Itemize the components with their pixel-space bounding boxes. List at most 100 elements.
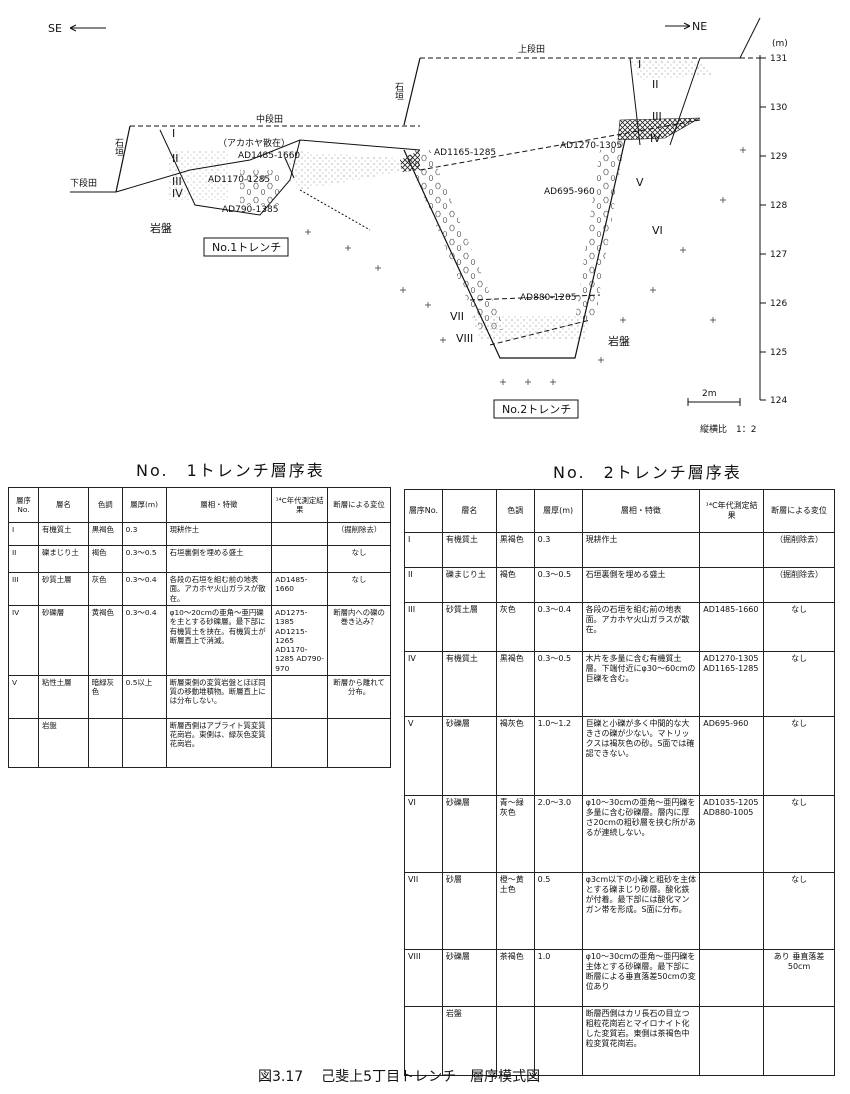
table-cell: 0.5以上 <box>121 674 167 719</box>
elevation-tick: 128 <box>770 201 787 211</box>
table-cell: 黒褐色 <box>495 532 535 568</box>
table-cell: 灰色 <box>495 602 535 652</box>
t1-layer-label: IV <box>172 187 183 200</box>
table-cell: I <box>404 532 443 568</box>
header-cell: 層序No. <box>8 487 39 523</box>
table-cell: 断層内への礫の巻き込み？ <box>327 605 391 676</box>
header-cell: ¹⁴C年代測定結果 <box>271 487 329 523</box>
t1-layer-label: III <box>172 175 182 188</box>
table-cell: 黒褐色 <box>495 651 535 717</box>
trench1-label: No.1トレンチ <box>212 241 281 254</box>
table-cell: 砂層 <box>441 872 497 950</box>
table2-title: No. 2トレンチ層序表 <box>553 463 742 482</box>
table-cell: 1.0～1.2 <box>533 716 583 796</box>
field-middle-label: 中段田 <box>256 113 283 125</box>
table-cell <box>87 717 123 768</box>
table-cell: なし <box>763 602 835 652</box>
table-cell: 0.3～0.5 <box>533 567 583 603</box>
date-label: AD1270-1305 <box>560 141 622 151</box>
field-lower-label: 下段田 <box>70 177 97 189</box>
t2-layer-label: VIII <box>456 332 473 345</box>
elevation-tick: 129 <box>770 152 787 162</box>
t2-layer-label: II <box>652 78 659 91</box>
table1: 層序No. 層名 色調 層厚(m) 層相・特徴 ¹⁴C年代測定結果 断層による変… <box>8 487 391 768</box>
t1-layer-label: I <box>172 127 175 140</box>
header-cell: 断層による変位 <box>327 487 391 523</box>
header-cell: 層相・特徴 <box>581 489 701 533</box>
table-cell: AD1035-1205 AD880-1005 <box>699 795 765 873</box>
table-cell: 岩盤 <box>441 1006 497 1076</box>
header-cell: 層序No. <box>404 489 443 533</box>
table-cell: 礫まじり土 <box>441 567 497 603</box>
table-cell: V <box>8 674 39 719</box>
header-cell: 色調 <box>87 487 123 523</box>
table-cell: 0.3 <box>121 522 167 546</box>
table-cell: 木片を多量に含む有機質土層。下端付近にφ30～60cmの巨礫を含む。 <box>581 651 701 717</box>
table-cell: 砂礫層 <box>37 605 89 676</box>
table-cell: 砂質土層 <box>37 572 89 606</box>
t2-layer-label: I <box>638 58 641 71</box>
table-cell: 0.3 <box>533 532 583 568</box>
table-cell: V <box>404 716 443 796</box>
table-cell: VI <box>404 795 443 873</box>
table-cell <box>699 949 765 1007</box>
t1-layer-label: II <box>172 152 179 165</box>
arrow-right-icon <box>665 22 691 30</box>
table-cell: なし <box>327 572 391 606</box>
table-cell: なし <box>327 545 391 573</box>
elevation-tick: 131 <box>770 54 787 64</box>
table-cell <box>699 872 765 950</box>
table-cell: 現耕作土 <box>581 532 701 568</box>
table-cell: AD1485-1660 <box>271 572 329 606</box>
table-cell: 0.3～0.5 <box>121 545 167 573</box>
table-cell: 2.0～3.0 <box>533 795 583 873</box>
table-cell <box>271 522 329 546</box>
stone-wall-label-lower: 石垣 <box>113 138 124 156</box>
table-cell: なし <box>763 795 835 873</box>
table-cell <box>699 1006 765 1076</box>
table-cell: 各段の石垣を組む前の地表面。アカホヤ火山ガラスが散在。 <box>581 602 701 652</box>
table-cell <box>699 532 765 568</box>
table-cell: φ3cm以下の小礫と粗砂を主体とする礫まじり砂層。酸化鉄が付着。最下部には酸化マ… <box>581 872 701 950</box>
table-cell <box>763 1006 835 1076</box>
elevation-unit: (m) <box>772 39 788 49</box>
scale-bar <box>687 398 741 406</box>
elevation-tick: 126 <box>770 299 787 309</box>
date-label: AD1170-1285 <box>208 175 270 185</box>
trench2-label: No.2トレンチ <box>502 403 571 416</box>
table2: 層序No. 層名 色調 層厚(m) 層相・特徴 ¹⁴C年代測定結果 断層による変… <box>404 489 835 1076</box>
t2-layer-label: IV <box>650 132 661 145</box>
table-cell <box>271 674 329 719</box>
table-cell <box>404 1006 443 1076</box>
bedrock-label-right: 岩盤 <box>608 334 630 348</box>
date-label: AD1165-1285 <box>434 148 496 158</box>
table-cell: AD695-960 <box>699 716 765 796</box>
table-cell <box>699 567 765 603</box>
table-cell: III <box>404 602 443 652</box>
figure-number: 図3.17 <box>258 1069 304 1085</box>
direction-ne: NE <box>692 20 707 33</box>
table-cell <box>271 545 329 573</box>
table-cell: 断層西側はアプライト質変質花崗岩。東側は、緑灰色変質花崗岩。 <box>165 717 273 768</box>
table-cell: 粘性土層 <box>37 674 89 719</box>
date-label: AD695-960 <box>544 187 595 197</box>
table-cell: φ10～30cmの亜角～亜円礫を主体とする砂礫層。最下部に断層による垂直落差50… <box>581 949 701 1007</box>
elevation-tick: 130 <box>770 103 787 113</box>
header-cell: 層厚(m) <box>121 487 167 523</box>
t2-layer-label: VII <box>450 310 464 323</box>
field-upper-label: 上段田 <box>518 43 545 55</box>
table-cell <box>327 717 391 768</box>
scale-ratio: 縦横比 1：2 <box>700 423 756 435</box>
table-cell: 茶褐色 <box>495 949 535 1007</box>
table-cell: 褐色 <box>87 545 123 573</box>
table-cell: AD1485-1660 <box>699 602 765 652</box>
table-cell: （掘削除去） <box>763 567 835 603</box>
table-cell: AD1270-1305 AD1165-1285 <box>699 651 765 717</box>
header-cell: 層名 <box>37 487 89 523</box>
stone-wall-label-upper: 石垣 <box>393 82 404 100</box>
